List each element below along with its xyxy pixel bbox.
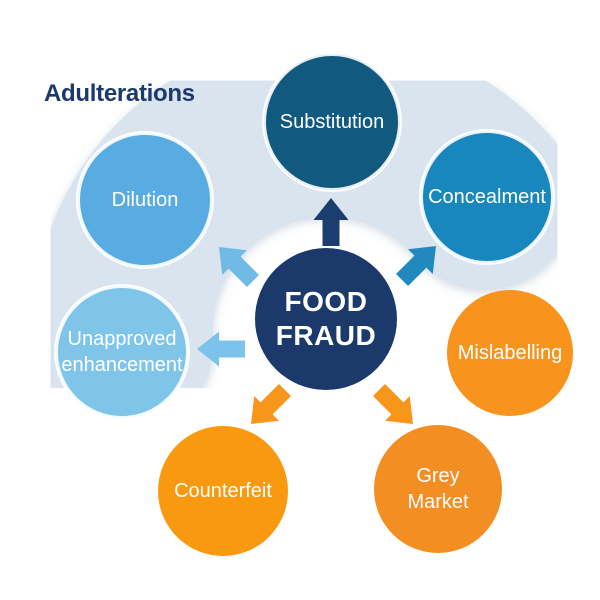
- node-grey-market-circle: [374, 425, 502, 553]
- node-mislabelling-circle: [447, 290, 573, 416]
- node-dilution-circle: [76, 131, 214, 269]
- node-unapproved-enhancement-circle: [54, 284, 190, 420]
- node-substitution-circle: [262, 52, 402, 192]
- arrow-to-grey-market-icon: [366, 377, 426, 437]
- node-counterfeit-circle: [158, 426, 288, 556]
- center-food-fraud-circle: [255, 248, 397, 390]
- node-concealment-circle: [419, 129, 555, 265]
- diagram-title: Adulterations: [44, 80, 195, 107]
- arrow-to-counterfeit-icon: [238, 377, 298, 437]
